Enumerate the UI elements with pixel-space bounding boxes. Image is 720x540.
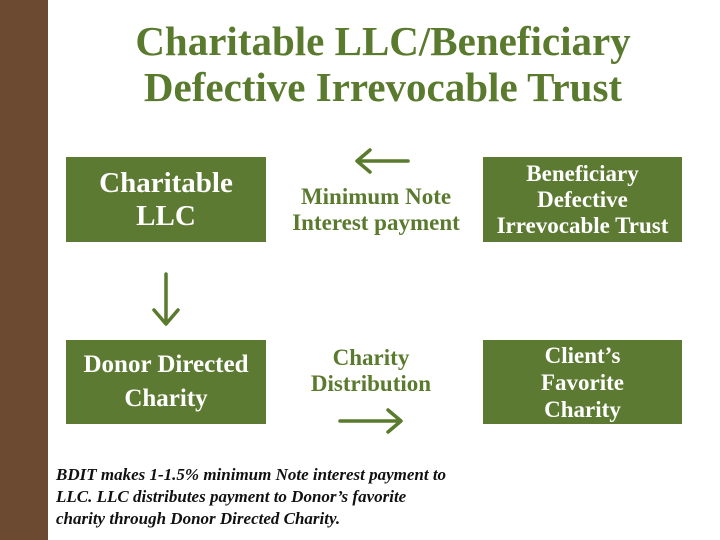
- distribution-label-line-1: Charity: [332, 345, 410, 370]
- distribution-label-line-2: Distribution: [310, 371, 432, 396]
- interest-payment-label: Minimum Note Interest payment: [272, 184, 480, 236]
- bdit-line-1: Beneficiary: [526, 160, 639, 186]
- title-line-2: Defective Irrevocable Trust: [143, 64, 623, 110]
- arrow-down-icon: [152, 272, 180, 326]
- arrow-right-icon: [338, 408, 403, 434]
- charity-distribution-label: Charity Distribution: [286, 345, 456, 397]
- bdit-box: Beneficiary Defective Irrevocable Trust: [483, 157, 682, 242]
- charitable-llc-line-2: LLC: [136, 199, 196, 232]
- favorite-charity-box: Client’s Favorite Charity: [483, 340, 682, 424]
- page-title: Charitable LLC/Beneficiary Defective Irr…: [58, 18, 708, 110]
- bdit-line-3: Irrevocable Trust: [496, 212, 669, 238]
- footnote-line-2: LLC. LLC distributes payment to Donor’s …: [56, 487, 407, 506]
- donor-directed-line-2: Charity: [124, 385, 208, 412]
- interest-label-line-2: Interest payment: [292, 210, 460, 235]
- footnote-line-1: BDIT makes 1-1.5% minimum Note interest …: [56, 465, 447, 484]
- favorite-charity-line-1: Client’s: [544, 342, 621, 368]
- charitable-llc-line-1: Charitable: [99, 166, 233, 199]
- favorite-charity-line-2: Favorite: [540, 369, 624, 395]
- donor-directed-charity-box: Donor Directed Charity: [66, 340, 266, 424]
- footnote: BDIT makes 1-1.5% minimum Note interest …: [56, 464, 486, 530]
- interest-label-line-1: Minimum Note: [300, 184, 452, 209]
- charitable-llc-box: Charitable LLC: [66, 157, 266, 242]
- bdit-line-2: Defective: [537, 186, 628, 212]
- arrow-left-icon: [355, 148, 410, 174]
- title-line-1: Charitable LLC/Beneficiary: [135, 18, 631, 64]
- donor-directed-line-1: Donor Directed: [83, 351, 249, 378]
- footnote-line-3: charity through Donor Directed Charity.: [56, 509, 341, 528]
- sidebar-bar: [0, 0, 48, 540]
- favorite-charity-line-3: Charity: [544, 396, 621, 422]
